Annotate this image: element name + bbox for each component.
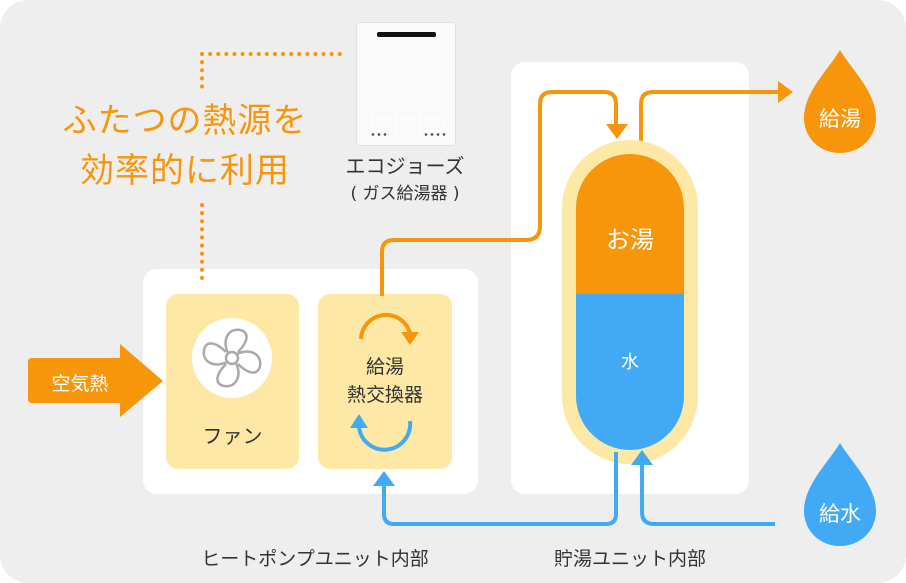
gas-heater-display-bar (377, 32, 436, 37)
headline: ふたつの熱源を 効率的に利用 (40, 96, 330, 196)
hot-pipe-arrowhead (606, 124, 628, 139)
gas-heater-indicator-left (370, 133, 388, 136)
tank-cold-water (576, 294, 684, 450)
dotted-connector-top (200, 52, 344, 89)
water-supply-label: 給水 (819, 502, 861, 526)
heat-exchanger-box (318, 294, 452, 469)
tank-cold-label: 水 (621, 352, 639, 373)
cycle-arrow-hot-icon (359, 312, 412, 340)
water-supply-drop-icon (804, 443, 876, 546)
hot-supply-pipe (639, 90, 779, 142)
air-heat-arrow (28, 344, 163, 417)
cold-pipe-arrowhead (373, 471, 395, 486)
storage-unit-label: 貯湯ユニット内部 (553, 548, 706, 570)
gas-heater-indicator-right (423, 133, 447, 136)
hot-supply-label: 給湯 (819, 107, 861, 131)
hot-supply-drop-icon (804, 50, 876, 153)
gas-heater-name: エコジョーズ (345, 154, 465, 178)
cold-pipe-to-exchanger (382, 452, 618, 526)
heat-exchanger-label-line-2: 熱交換器 (346, 384, 423, 406)
hot-pipe-to-tank (380, 90, 618, 296)
hot-supply-arrowhead (778, 81, 793, 103)
headline-line-1: ふたつの熱源を (62, 101, 308, 141)
heat-pump-unit-label: ヒートポンプユニット内部 (201, 548, 429, 570)
gas-heater-device (356, 22, 456, 146)
fan-icon-background (192, 318, 272, 398)
heat-exchanger-label-line-1: 給湯 (365, 356, 404, 378)
gas-heater-vent-grid (369, 116, 445, 136)
gas-heater-subtitle: ( ガス給湯器 ) (350, 184, 460, 204)
fan-label: ファン (202, 424, 263, 448)
water-supply-pipe (640, 464, 775, 526)
tank-hot-water (576, 154, 684, 294)
water-supply-arrowhead (631, 450, 653, 465)
fan-icon (202, 328, 262, 388)
tank-hot-label: お湯 (606, 226, 654, 254)
air-heat-label: 空気熱 (51, 373, 109, 395)
cycle-arrow-cold-icon (357, 420, 413, 452)
headline-line-2: 効率的に利用 (80, 151, 290, 191)
